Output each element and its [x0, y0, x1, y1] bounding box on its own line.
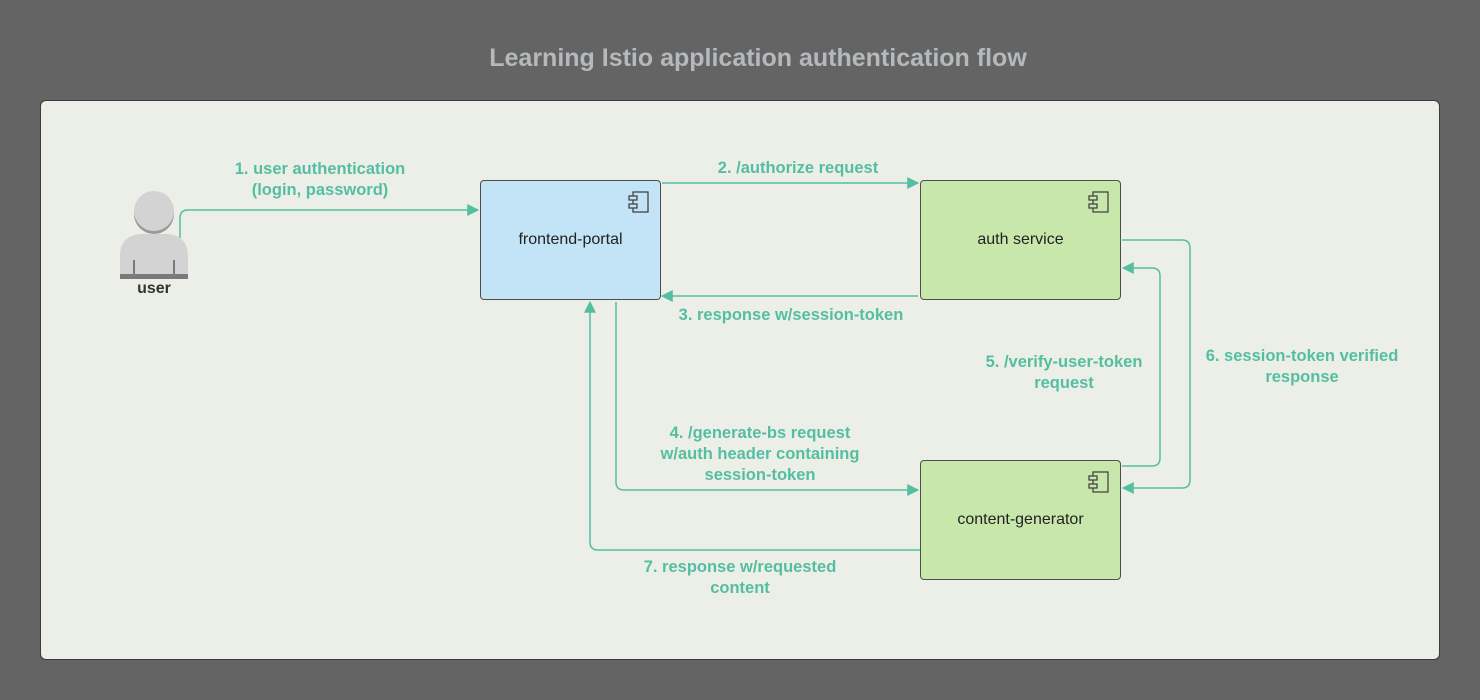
diagram-panel: [40, 100, 1440, 660]
user-label: user: [137, 280, 171, 297]
content-generator-component[interactable]: content-generator: [920, 460, 1121, 580]
edge-label-2: 2. /authorize request: [717, 159, 879, 177]
arrow-user-authentication: [179, 204, 480, 238]
component-icon: [1088, 471, 1109, 493]
arrow-session-token-verified: [1121, 239, 1191, 494]
content-generator-label: content-generator: [957, 511, 1084, 528]
arrow-verify-user-token: [1121, 262, 1161, 467]
edge-label-1: 1. user authentication(login, password): [234, 160, 406, 199]
diagram-title: Learning Istio application authenticatio…: [489, 44, 1027, 72]
component-icon: [1088, 191, 1109, 213]
arrow-response-requested-content: [584, 300, 920, 551]
auth-service-component[interactable]: auth service: [920, 180, 1121, 300]
arrow-generate-bs-request: [615, 302, 920, 496]
frontend-portal-component[interactable]: frontend-portal: [480, 180, 661, 300]
component-icon: [628, 191, 649, 213]
edge-label-3: 3. response w/session-token: [678, 306, 904, 324]
auth-service-label: auth service: [977, 231, 1064, 248]
user-icon: [120, 191, 188, 279]
frontend-portal-label: frontend-portal: [518, 231, 623, 248]
